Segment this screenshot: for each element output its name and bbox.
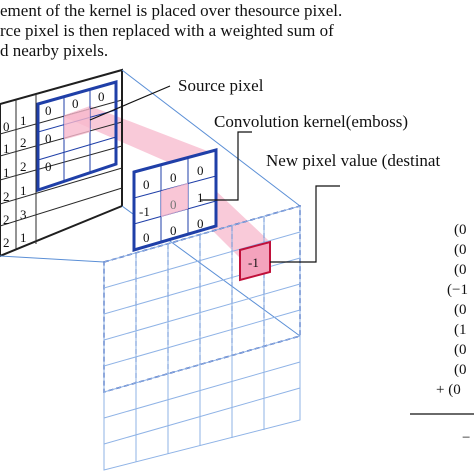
src-cell: 1 <box>3 141 10 156</box>
equation-row: (0 <box>454 302 467 318</box>
kernel-cell: 1 <box>197 190 204 205</box>
caption-line-1: ement of the kernel is placed over theso… <box>0 1 343 20</box>
src-cell: 0 <box>3 119 10 134</box>
kernel-cell: -1 <box>139 204 150 219</box>
src-cell: 1 <box>20 230 27 245</box>
kernel-cell: 0 <box>170 170 177 185</box>
kernel-cell: 0 <box>197 216 204 231</box>
src-cell: 1 <box>3 165 10 180</box>
source-pixel-highlight <box>64 108 90 140</box>
window-cell: 0 <box>98 89 105 104</box>
equation-row: (0 <box>454 362 467 378</box>
leader-lines <box>89 85 340 263</box>
src-cell: 1 <box>20 183 27 198</box>
kernel-cell: 0 <box>143 177 150 192</box>
src-cell: 2 <box>20 159 27 174</box>
destination-pixel <box>239 240 271 282</box>
source-pixel-label: Source pixel <box>178 76 264 95</box>
kernel-label: Convolution kernel(emboss) <box>214 112 409 131</box>
caption-line-2: rce pixel is then replaced with a weight… <box>0 21 334 40</box>
kernel-center-highlight <box>161 183 188 217</box>
new-pixel-label: New pixel value (destinat <box>266 151 441 170</box>
equation-row: (1 <box>454 322 467 338</box>
src-cell: 2 <box>3 235 10 250</box>
equation-row: (0 <box>454 242 467 258</box>
window-cell: 0 <box>45 131 52 146</box>
kernel-cell: 0 <box>170 223 177 238</box>
equation-row: (0 <box>454 222 467 238</box>
caption-line-3: d nearby pixels. <box>0 41 109 60</box>
source-grid <box>0 94 123 250</box>
kernel-cell: 0 <box>143 230 150 245</box>
src-cell: 2 <box>3 189 10 204</box>
destination-value: -1 <box>248 255 259 270</box>
equation-result: − <box>462 430 471 446</box>
projection-band-source <box>62 106 210 170</box>
window-cell: 0 <box>45 103 52 118</box>
equation-row: (0 <box>454 262 467 278</box>
src-cell: 2 <box>20 135 27 150</box>
src-cell: 2 <box>3 212 10 227</box>
kernel-cell: 0 <box>170 197 177 212</box>
src-cell: 1 <box>20 113 27 128</box>
src-cell: 3 <box>20 207 27 222</box>
window-cell: 0 <box>45 159 52 174</box>
window-cell: 0 <box>72 96 79 111</box>
equation-row: + (0 <box>436 382 461 398</box>
equation-row: (−1 <box>447 282 468 298</box>
equation-row: (0 <box>454 342 467 358</box>
kernel-cell: 0 <box>197 163 204 178</box>
